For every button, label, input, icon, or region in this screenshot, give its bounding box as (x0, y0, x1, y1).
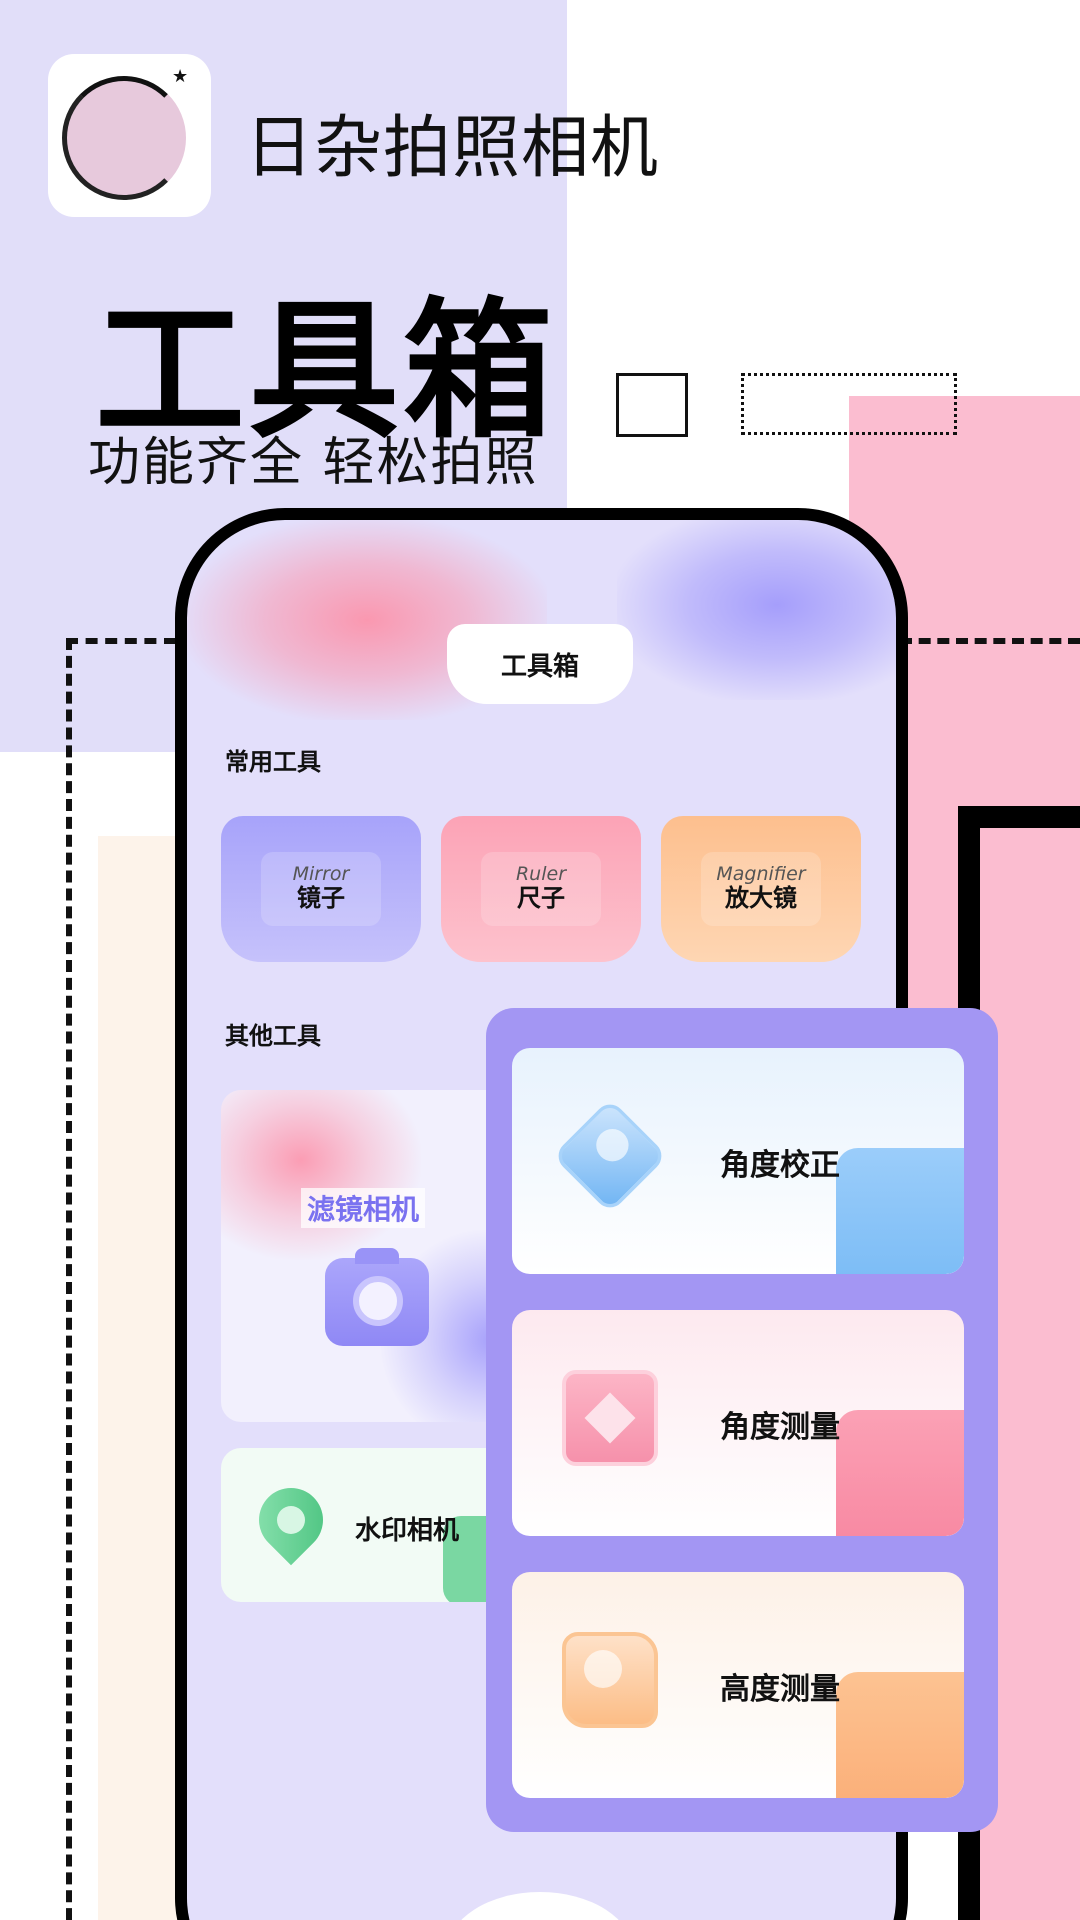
dotted-rectangle-decoration (741, 373, 957, 435)
star-icon: ★ (172, 66, 189, 87)
tool-label: 镜子 (297, 884, 345, 913)
app-name: 日杂拍照相机 (245, 109, 660, 188)
tool-label: 放大镜 (725, 884, 797, 913)
tool-card-mirror[interactable]: Mirror 镜子 (221, 816, 421, 962)
height-measure-label: 高度测量 (720, 1672, 840, 1707)
tool-card-ruler[interactable]: Ruler 尺子 (441, 816, 641, 962)
peach-background-strip (98, 836, 178, 1920)
diamond-tag-icon (552, 1098, 668, 1214)
tool-card-height-measure[interactable]: 高度测量 (512, 1572, 964, 1798)
section-label-common-tools: 常用工具 (225, 742, 329, 777)
camera-icon (325, 1248, 429, 1346)
pink-accent-block (836, 1410, 964, 1536)
lens-circle-icon (62, 76, 186, 200)
app-logo: ★ (48, 54, 211, 217)
filter-camera-label: 滤镜相机 (301, 1188, 426, 1228)
tool-english-label: Ruler (515, 863, 567, 886)
bottom-nav-home[interactable] (447, 1892, 633, 1920)
crown-gem-icon (562, 1370, 658, 1466)
dashed-line-decoration-right (900, 638, 1080, 644)
orange-accent-block (836, 1672, 964, 1798)
phone-page-title: 工具箱 (447, 624, 633, 704)
hero-title: 工具箱 (95, 285, 558, 459)
blue-accent-block (836, 1148, 964, 1274)
tool-card-angle-measure[interactable]: 角度测量 (512, 1310, 964, 1536)
purple-gradient-blob (617, 520, 896, 700)
watermark-camera-label: 水印相机 (355, 1516, 460, 1546)
flag-icon (562, 1632, 658, 1728)
square-outline-decoration (616, 373, 688, 437)
hero-subtitle: 功能齐全 轻松拍照 (88, 433, 539, 493)
tool-english-label: Magnifier (716, 863, 806, 886)
section-label-other-tools: 其他工具 (225, 1016, 329, 1051)
tool-english-label: Mirror (292, 863, 350, 886)
location-pin-icon (245, 1474, 337, 1566)
angle-measure-label: 角度测量 (720, 1410, 840, 1445)
tool-card-angle-correction[interactable]: 角度校正 (512, 1048, 964, 1274)
dashed-line-decoration (66, 638, 176, 1920)
tool-label: 尺子 (517, 884, 565, 913)
other-tools-panel: 角度校正 角度测量 高度测量 (486, 1008, 998, 1832)
tool-card-magnifier[interactable]: Magnifier 放大镜 (661, 816, 861, 962)
angle-correction-label: 角度校正 (720, 1148, 840, 1183)
